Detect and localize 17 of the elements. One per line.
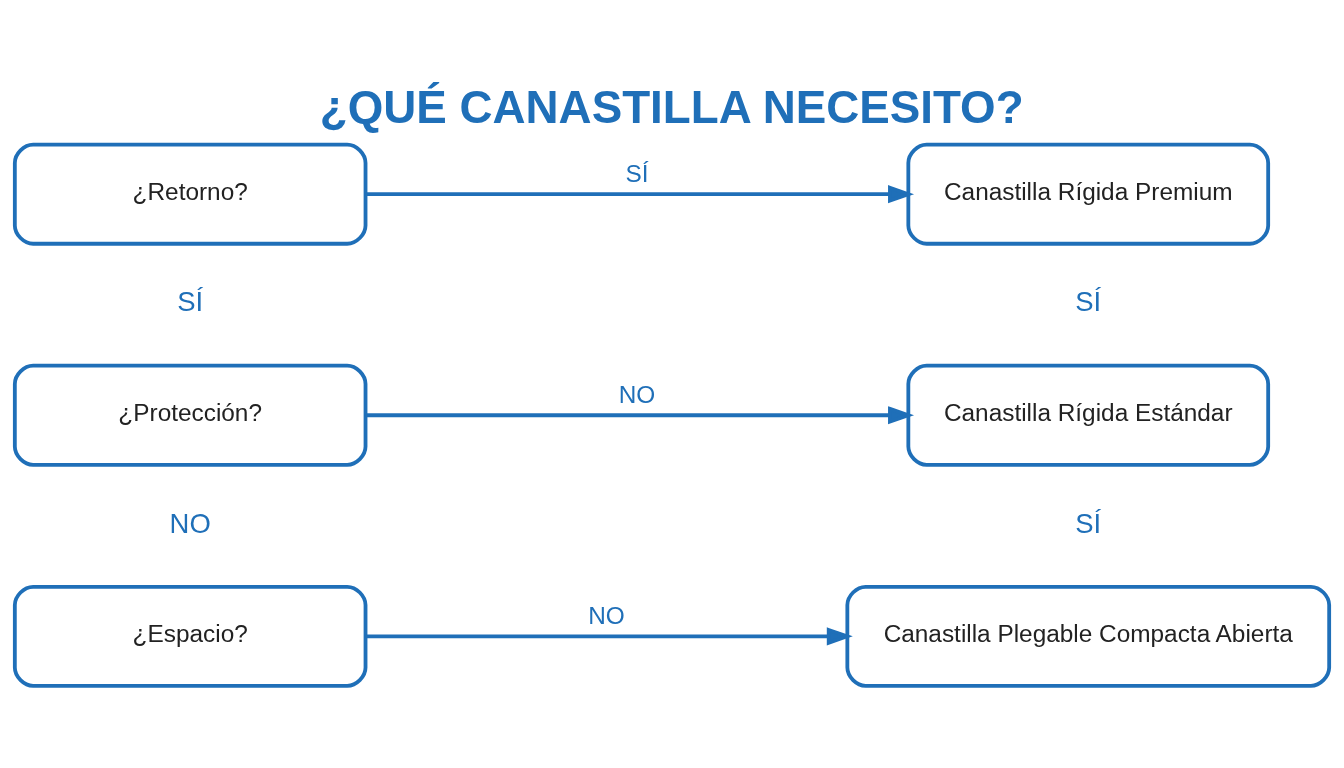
edge-label: NO [618,380,656,408]
edge-label: NO [588,601,625,629]
label: SÍ [177,286,204,318]
label: SÍ [1075,507,1102,539]
label: SÍ [1075,286,1102,318]
node-box: Canastilla Plegable Compacta Abierta [845,584,1332,688]
arrow [366,185,914,204]
diagram-title: ¿QUÉ CANASTILLA NECESITO? [319,82,1024,134]
node-box: Canastilla Rígida Estándar [906,363,1271,467]
node-box: ¿Protección? [12,363,368,467]
edge-label: SÍ [625,159,649,187]
node-box: ¿Retorno? [12,142,368,246]
arrow [366,627,853,646]
label: NO [169,507,211,539]
arrow [366,406,914,425]
node-box: ¿Espacio? [12,584,368,688]
node-box: Canastilla Rígida Premium [906,142,1271,246]
